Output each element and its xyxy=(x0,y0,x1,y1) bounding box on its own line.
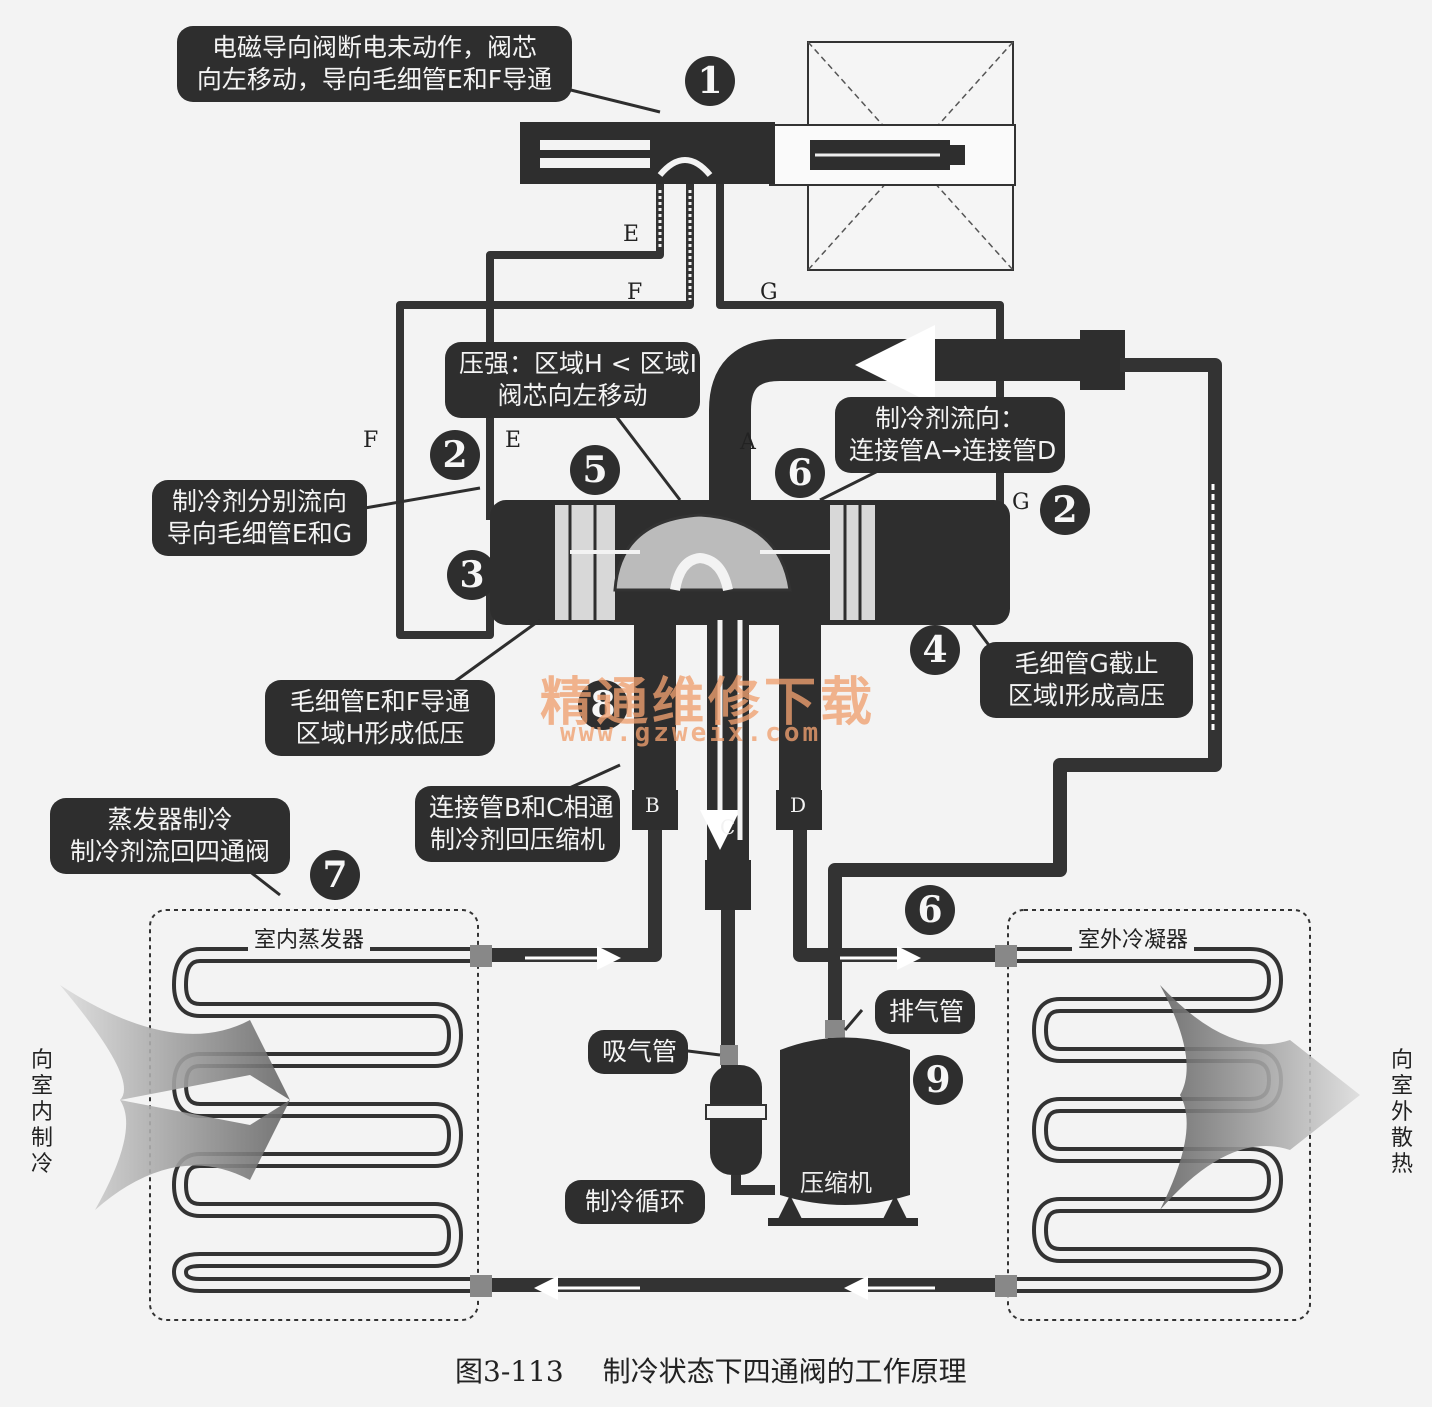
marker-8: 8 xyxy=(578,680,628,730)
marker-7: 7 xyxy=(310,850,360,900)
watermark-cn: 精通维修下载 xyxy=(540,673,877,733)
callout-solenoid-line1: 电磁导向阀断电未动作，阀芯 xyxy=(211,33,537,62)
marker-6-bottom: 6 xyxy=(905,885,955,935)
pipe-A xyxy=(709,325,1125,500)
marker-2-left: 2 xyxy=(430,430,480,480)
callout-low-pressure: 毛细管E和F导通 区域H形成低压 xyxy=(265,680,495,756)
indoor-airflow-arrow xyxy=(60,985,290,1210)
label-G-top: G xyxy=(760,280,778,305)
outdoor-condenser-label: 室外冷凝器 xyxy=(1072,922,1195,954)
figure-title: 制冷状态下四通阀的工作原理 xyxy=(602,1355,967,1388)
callout-exhaust: 排气管 xyxy=(875,990,975,1034)
marker-4: 4 xyxy=(910,625,960,675)
marker-2-right: 2 xyxy=(1040,485,1090,535)
label-A: A xyxy=(740,430,756,455)
callout-pressure-line2: 阀芯向左移动 xyxy=(497,381,648,410)
pipes-bcd xyxy=(632,600,822,910)
pilot-valve xyxy=(520,122,775,184)
callout-pressure: 压强：区域H < 区域I 阀芯向左移动 xyxy=(445,342,700,418)
callout-low-line1: 毛细管E和F导通 xyxy=(289,687,471,716)
system-pipes xyxy=(480,358,1222,1292)
callout-solenoid: 电磁导向阀断电未动作，阀芯 向左移动，导向毛细管E和F导通 xyxy=(177,26,572,102)
callout-flow: 制冷剂流向： 连接管A→连接管D xyxy=(835,397,1065,473)
figure-number: 图3-113 xyxy=(455,1355,564,1388)
callout-bc-line1: 连接管B和C相通 xyxy=(429,793,614,822)
callout-split-line2: 导向毛细管E和G xyxy=(166,519,353,548)
callout-evap-line1: 蒸发器制冷 xyxy=(107,805,233,834)
callout-high-line1: 毛细管G截止 xyxy=(1014,649,1159,678)
marker-5: 5 xyxy=(570,445,620,495)
label-F-top: F xyxy=(627,280,643,305)
label-C: C xyxy=(720,815,736,839)
callout-solenoid-line2: 向左移动，导向毛细管E和F导通 xyxy=(196,65,553,94)
callout-high-line2: 区域I形成高压 xyxy=(1007,681,1166,710)
callout-high-pressure: 毛细管G截止 区域I形成高压 xyxy=(980,642,1193,718)
main-valve-body xyxy=(490,500,1010,625)
marker-1: 1 xyxy=(685,56,735,106)
solenoid-coil xyxy=(769,41,1016,271)
label-G-right: G xyxy=(1012,490,1030,515)
label-E-top: E xyxy=(623,222,640,247)
callout-evap-return: 蒸发器制冷 制冷剂流回四通阀 xyxy=(50,798,290,874)
outdoor-airflow-arrow xyxy=(1160,985,1360,1210)
callout-flow-line2: 连接管A→连接管D xyxy=(849,436,1057,465)
figure-caption: 图3-113 制冷状态下四通阀的工作原理 xyxy=(455,1350,997,1390)
callout-pressure-line1: 压强：区域H < 区域I xyxy=(459,349,698,378)
callout-bc-line2: 制冷剂回压缩机 xyxy=(429,825,605,854)
marker-3: 3 xyxy=(447,550,497,600)
callout-flow-line1: 制冷剂流向： xyxy=(874,404,1025,433)
side-label-right: 向室外散热 xyxy=(1390,1048,1413,1177)
callout-split: 制冷剂分别流向 导向毛细管E和G xyxy=(152,480,367,556)
compressor-label: 压缩机 xyxy=(800,1169,872,1197)
label-E-left: E xyxy=(505,428,522,453)
indoor-evaporator xyxy=(149,909,492,1321)
watermark-url: www.gzweix.com xyxy=(560,718,822,748)
callout-bc: 连接管B和C相通 制冷剂回压缩机 xyxy=(415,786,620,862)
callout-low-line2: 区域H形成低压 xyxy=(295,719,465,748)
side-label-left: 向室内制冷 xyxy=(30,1048,53,1177)
callout-cycle: 制冷循环 xyxy=(565,1180,705,1224)
callout-evap-line2: 制冷剂流回四通阀 xyxy=(69,837,270,866)
label-F-left: F xyxy=(363,428,379,453)
callout-split-line1: 制冷剂分别流向 xyxy=(171,487,347,516)
marker-6-top: 6 xyxy=(775,448,825,498)
label-D: D xyxy=(790,793,807,817)
compressor xyxy=(705,1010,918,1226)
label-B: B xyxy=(645,793,660,817)
callout-suction: 吸气管 xyxy=(588,1030,688,1074)
marker-9: 9 xyxy=(913,1055,963,1105)
indoor-evaporator-label: 室内蒸发器 xyxy=(248,922,371,954)
